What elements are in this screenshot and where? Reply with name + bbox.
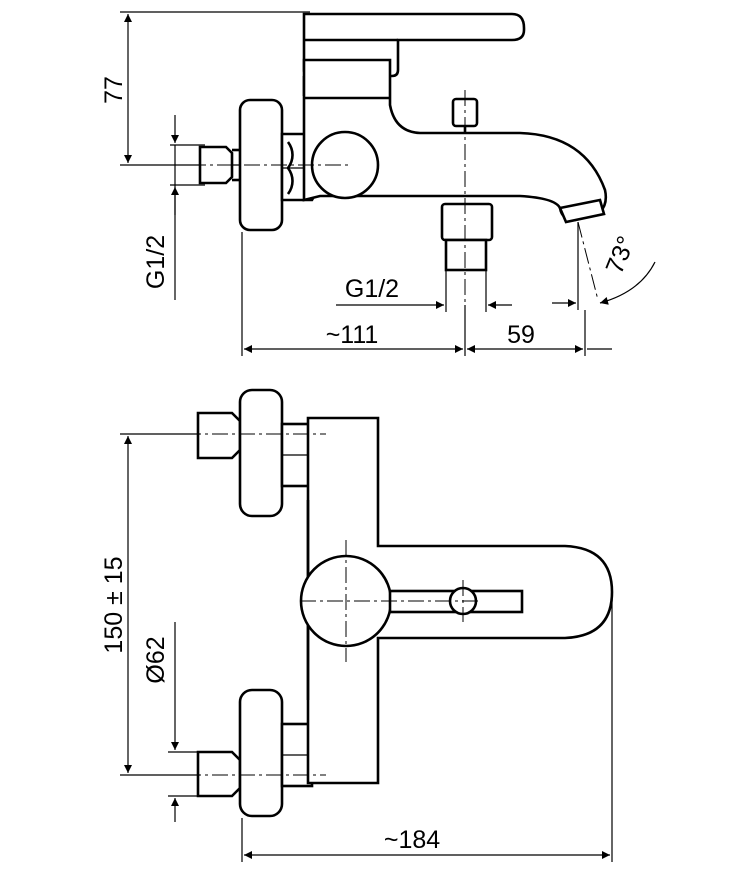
spout-angle-label: 73° bbox=[601, 232, 641, 278]
dimension-inlet-thread: G1/2 bbox=[142, 115, 205, 300]
outlet-thread-label: G1/2 bbox=[345, 275, 399, 303]
side-view: 77 G1/2 bbox=[100, 11, 656, 356]
dim-184-label: ~184 bbox=[384, 826, 440, 854]
dim-62-label: Ø62 bbox=[142, 636, 170, 683]
dim-111-label: ~111 bbox=[326, 321, 379, 349]
dimension-184: ~184 bbox=[241, 595, 613, 862]
dimension-77: 77 bbox=[100, 11, 310, 166]
top-escutcheon bbox=[238, 388, 284, 518]
dimension-spout-angle: 73° bbox=[552, 222, 656, 310]
bottom-escutcheon bbox=[238, 688, 284, 818]
dimension-outlet-thread: G1/2 bbox=[336, 270, 512, 312]
inlet-fitting bbox=[198, 145, 242, 185]
front-view: 150 ± 15 Ø62 ~184 bbox=[100, 388, 614, 862]
inlet-thread-label: G1/2 bbox=[142, 235, 170, 289]
dim-150-label: 150 ± 15 bbox=[100, 556, 128, 653]
mixer-body-side bbox=[302, 58, 608, 224]
dimension-150: 150 ± 15 bbox=[100, 433, 200, 776]
dim-77-label: 77 bbox=[100, 76, 128, 104]
dim-59-label: 59 bbox=[507, 321, 535, 349]
top-inlet-assembly bbox=[196, 388, 314, 518]
outlet-fitting bbox=[440, 202, 494, 272]
dimension-111-59: ~111 59 bbox=[241, 232, 612, 356]
bottom-inlet-assembly bbox=[196, 688, 314, 818]
dimension-diameter-62: Ø62 bbox=[142, 622, 200, 822]
